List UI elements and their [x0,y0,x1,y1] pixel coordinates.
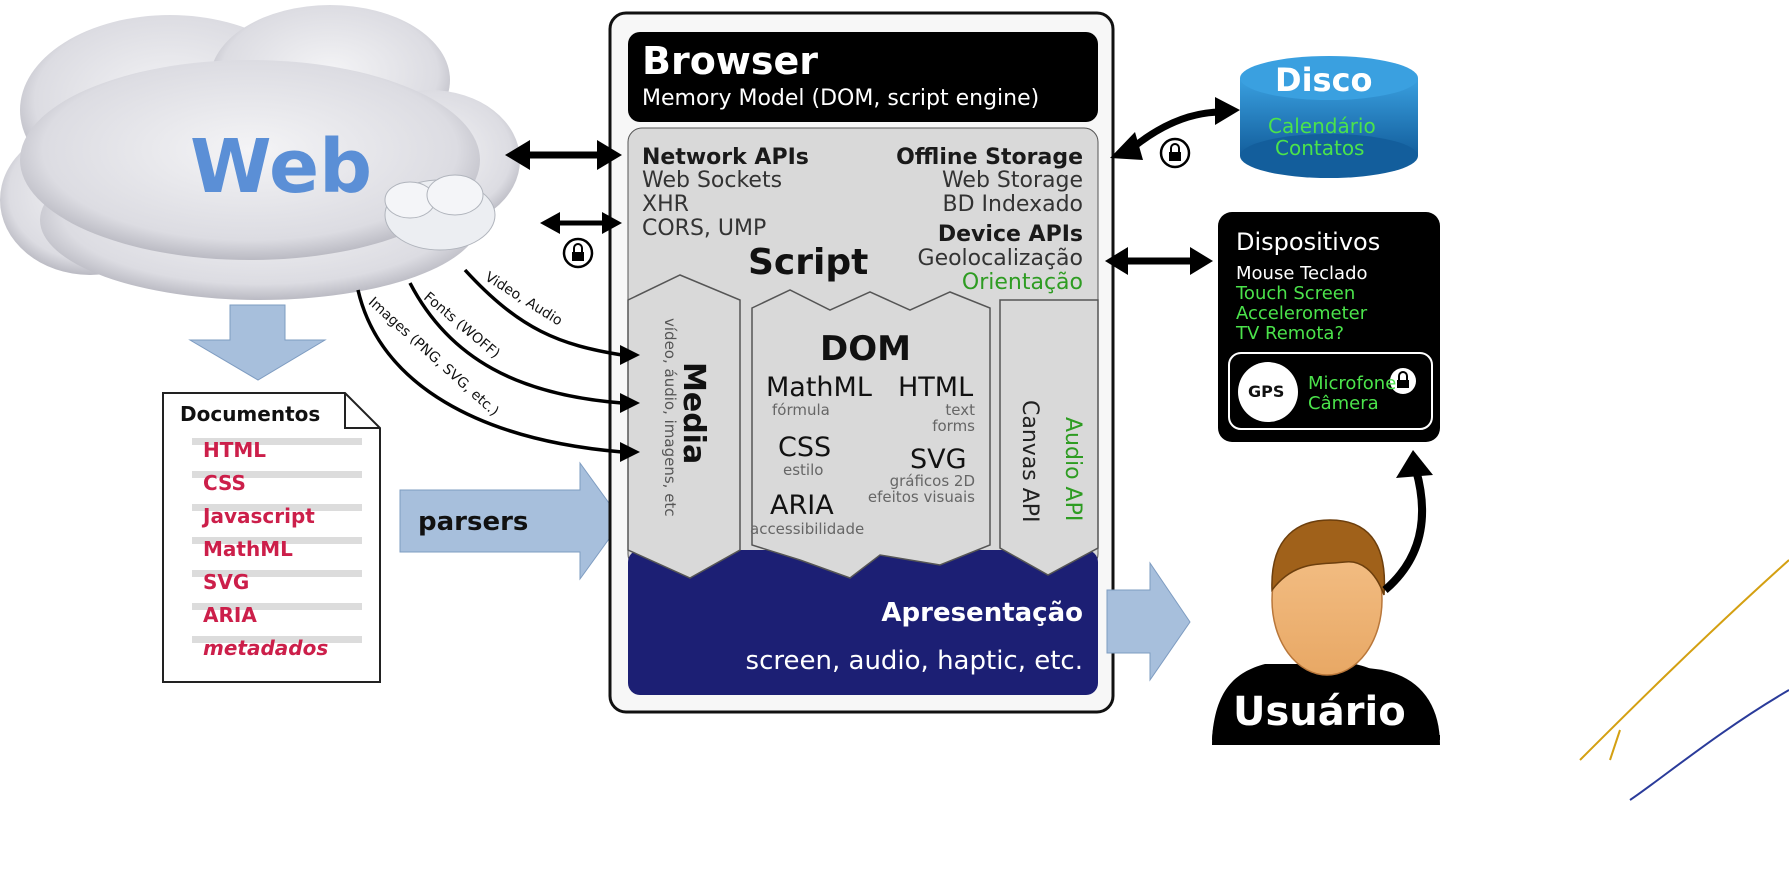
offline-item-webstorage: Web Storage [941,168,1083,193]
disco-arrow [1127,108,1223,153]
doc-item-svg: SVG [203,570,250,594]
dom-svg-sub2: efeitos visuais [867,488,975,506]
small-cloud [384,174,496,251]
documents-page-shape [162,392,381,683]
browser-title: Browser [642,39,819,83]
dispositivos-title: Dispositivos [1236,228,1381,256]
dom-aria-sub: accessibilidade [750,520,865,538]
parsers-label: parsers [418,507,529,537]
dom-html: HTML [898,372,974,403]
user-device-arrow [1382,468,1426,594]
documents-title: Documentos [180,402,321,426]
dispositivos-item-touch: Touch Screen [1236,283,1356,304]
canvas-api-label: Canvas API [1017,400,1042,523]
parsers-arrow [399,461,623,581]
presentation-bg [628,550,1098,695]
browser-subtitle: Memory Model (DOM, script engine) [642,86,1040,111]
dom-svg-sub1: gráficos 2D [889,472,975,490]
doc-item-mathml: MathML [203,537,293,561]
dom-css-sub: estilo [783,461,824,479]
web-label: Web [190,124,373,210]
disco-cylinder [1240,56,1418,178]
media-curves [356,268,623,454]
dispositivos-item-tv: TV Remota? [1236,323,1344,344]
disco-lock-icon [1159,137,1191,169]
doc-item-html: HTML [203,438,267,462]
network-item-xhr: XHR [642,192,689,217]
dom-mathml: MathML [766,372,872,403]
audio-api-label: Audio API [1060,417,1085,522]
browser-header-bg [628,32,1098,122]
dispositivos-item-accel: Accelerometer [1236,303,1368,324]
disco-item-calendario: Calendário [1268,114,1376,138]
dom-html-sub2: forms [932,417,975,435]
network-apis-title: Network APIs [642,145,809,170]
dispositivos-item-microfone: Microfone [1308,373,1397,394]
media-title: Media [676,362,711,465]
doc-item-metadados: metadados [203,636,329,660]
api-panel-bg [999,299,1099,576]
dom-aria: ARIA [770,490,834,521]
network-item-websockets: Web Sockets [642,168,783,193]
dom-mathml-sub: fórmula [772,401,830,419]
media-panel-bg [627,274,741,579]
dom-panel-bg [751,289,991,579]
network-item-cors: CORS, UMP [642,216,767,241]
corner-decoration [1579,559,1789,801]
script-label: Script [748,242,869,283]
small-cloud-network-arrow [540,212,622,234]
usuario-figure [1212,519,1440,745]
doc-item-css: CSS [203,471,246,495]
gps-label: GPS [1248,382,1285,401]
dispositivos-lock-icon [1390,368,1416,394]
dom-html-sub1: text [945,401,975,419]
device-item-orientation: Orientação [961,270,1083,295]
device-apis-title: Device APIs [937,222,1083,247]
presentation-subtitle: screen, audio, haptic, etc. [745,646,1083,676]
disco-item-contatos: Contatos [1275,136,1365,160]
web-cloud [0,5,520,300]
web-network-arrow [505,140,622,170]
usuario-label: Usuário [1233,689,1406,735]
offline-item-bd: BD Indexado [942,192,1084,217]
presentation-arrow [1106,561,1191,682]
gps-circle [1238,362,1298,422]
dom-title: DOM [820,329,911,369]
dom-css: CSS [778,432,832,463]
disco-title: Disco [1275,61,1373,99]
dispositivos-item-mouse: Mouse Teclado [1236,263,1368,284]
presentation-title: Apresentação [881,598,1083,628]
device-arrow [1105,247,1213,275]
doc-item-aria: ARIA [203,603,257,627]
lock-icon [562,237,594,269]
web-down-arrow [188,304,327,381]
media-subtitle: vídeo, áudio, imagens, etc [661,318,679,517]
dom-svg: SVG [910,444,967,475]
dispositivos-item-camera: Câmera [1308,393,1379,414]
device-item-geo: Geolocalização [917,246,1083,271]
doc-item-javascript: Javascript [203,504,315,528]
offline-storage-title: Offline Storage [896,145,1083,170]
